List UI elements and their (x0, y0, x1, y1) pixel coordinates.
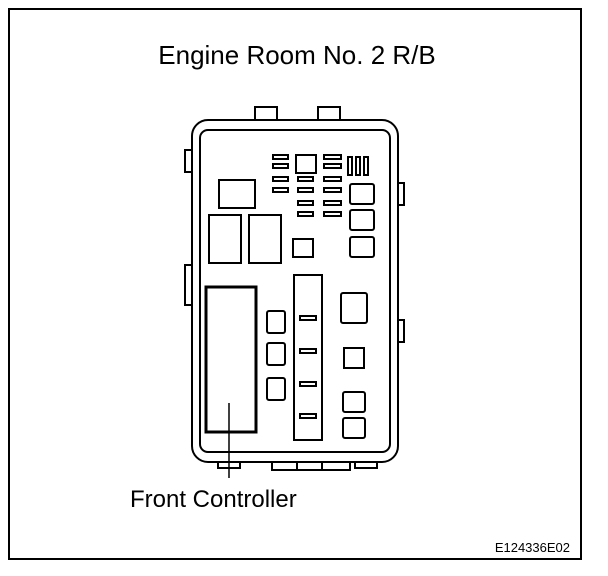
relay-left-2 (248, 214, 282, 264)
top-tab-right (317, 106, 341, 122)
fuse-mid-6 (323, 200, 342, 206)
relay-col-1 (266, 310, 286, 334)
diagram-title: Engine Room No. 2 R/B (158, 40, 436, 70)
fuse-vert-2 (355, 156, 361, 176)
fuse-mid-1 (297, 176, 314, 182)
fuse-vert-3 (363, 156, 369, 176)
fuse-mid-8 (323, 211, 342, 217)
front-controller (204, 285, 258, 434)
fuse-tl-3 (272, 176, 289, 182)
relay-right-2 (349, 209, 375, 231)
top-tab-left (254, 106, 278, 122)
relay-col-3 (266, 377, 286, 401)
relay-small-top (295, 154, 317, 174)
fuse-mid-4 (323, 187, 342, 193)
fuse-tr-2 (323, 163, 342, 169)
fusible-link-block (293, 274, 323, 441)
relay-block-inner (199, 129, 391, 453)
fusible-link-1 (299, 315, 317, 321)
fuse-mid-7 (297, 211, 314, 217)
figure-code: E124336E02 (494, 540, 570, 555)
fusible-link-4 (299, 413, 317, 419)
fusible-link-3 (299, 381, 317, 387)
relay-right-3 (349, 236, 375, 258)
fuse-mid-5 (297, 200, 314, 206)
relay-right-square (343, 347, 365, 369)
fuse-tl-4 (272, 187, 289, 193)
relay-upper-left (218, 179, 256, 209)
relay-right-low-2 (342, 417, 366, 439)
relay-left-1 (208, 214, 242, 264)
fuse-mid-3 (297, 187, 314, 193)
fuse-mid-2 (323, 176, 342, 182)
relay-center-small (292, 238, 314, 258)
relay-right-large (340, 292, 368, 324)
relay-col-2 (266, 342, 286, 366)
fuse-tl-1 (272, 154, 289, 160)
relay-right-1 (349, 183, 375, 205)
fusible-link-2 (299, 348, 317, 354)
front-controller-label: Front Controller (130, 486, 297, 513)
relay-right-low-1 (342, 391, 366, 413)
fuse-vert-1 (347, 156, 353, 176)
fuse-tl-2 (272, 163, 289, 169)
fuse-tr-1 (323, 154, 342, 160)
